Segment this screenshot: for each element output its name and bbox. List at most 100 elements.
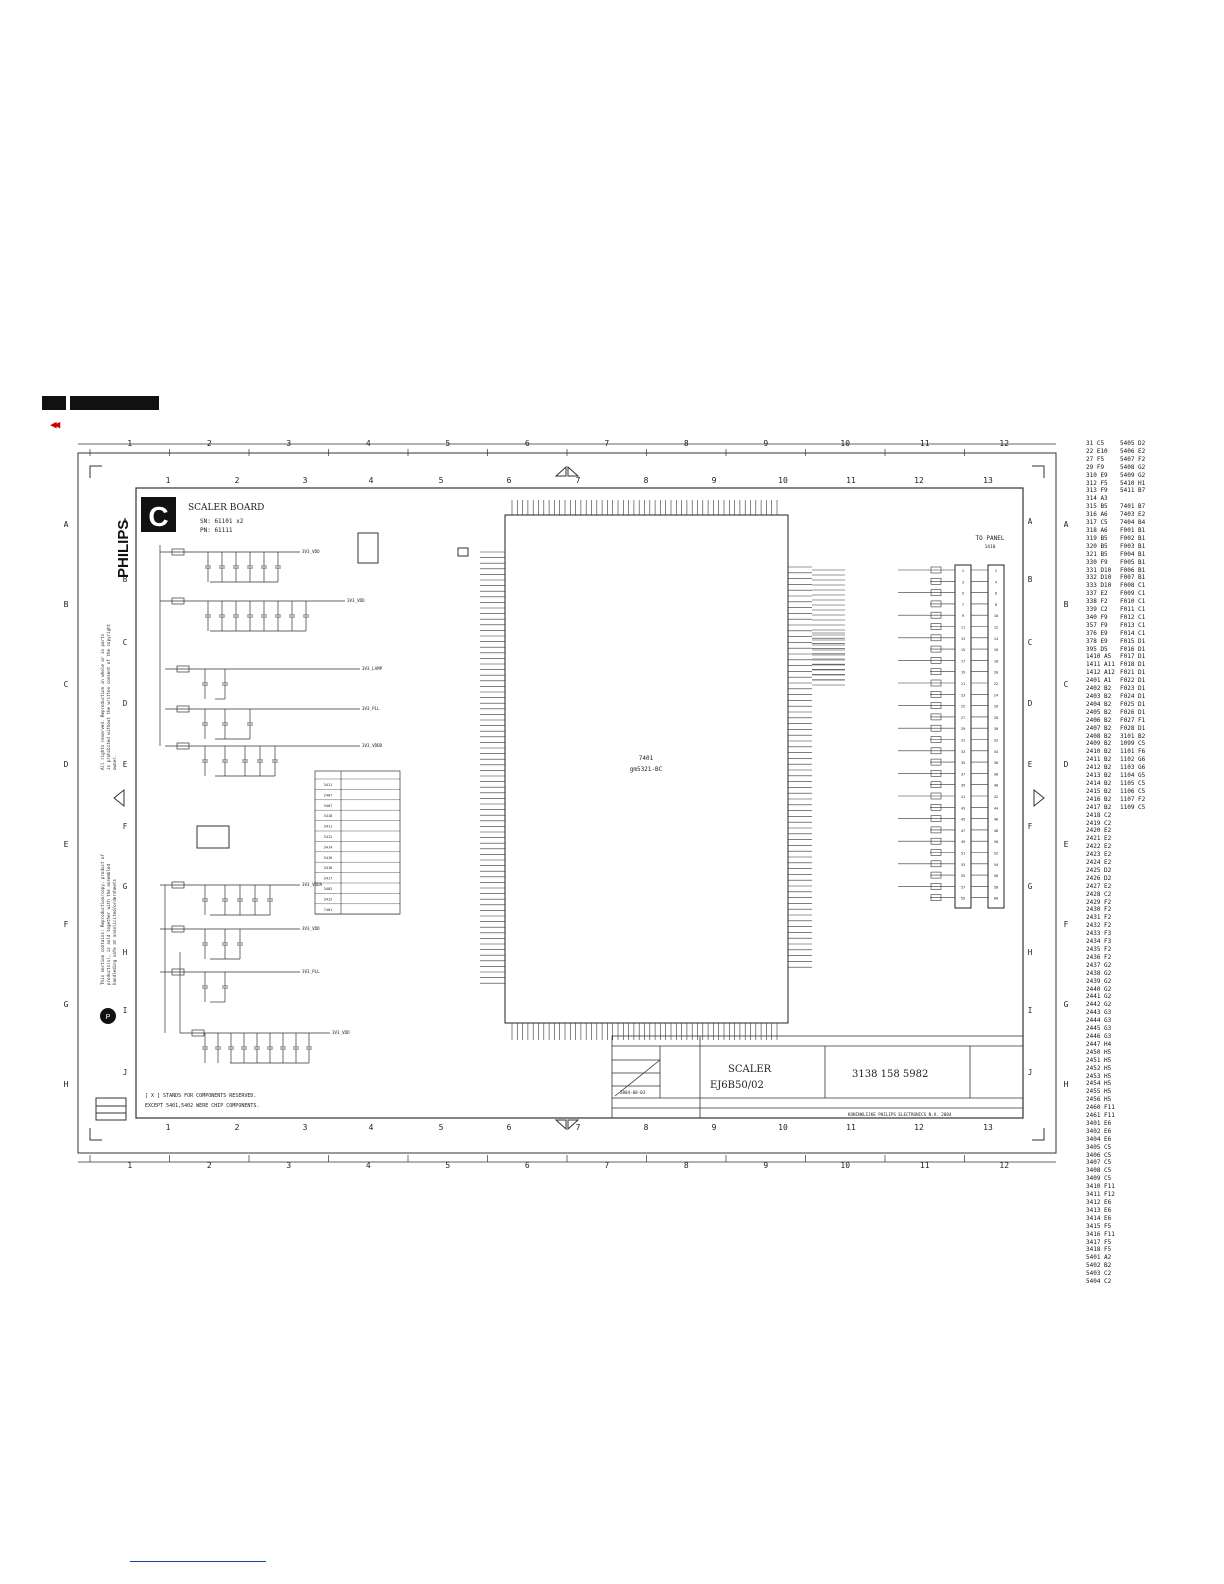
inner-col-marker-bottom: 10 — [778, 1123, 788, 1132]
outer-row-marker-right: H — [1064, 1080, 1069, 1089]
inner-col-marker-bottom: 7 — [576, 1123, 581, 1132]
page-number-block — [42, 396, 66, 410]
connector-pin-number: 48 — [994, 829, 998, 833]
component-location-index: 31 C5 22 E10 27 F5 29 F9 310 E9 312 F5 3… — [1086, 440, 1115, 1286]
power-rail-label: 3V3_VDDA — [302, 882, 323, 887]
panel-connector-pins — [898, 566, 988, 902]
scaler-ic — [504, 514, 789, 1024]
outer-col-marker-bottom: 3 — [286, 1161, 291, 1170]
board-title: SCALER BOARD — [188, 503, 264, 513]
outer-col-marker-top: 6 — [525, 439, 530, 448]
svg-text:This section contains: Reprodu: This section contains: Reproduction/copy… — [100, 853, 105, 985]
connector-pin-number: 49 — [961, 840, 965, 844]
connector-pin-number: 29 — [961, 727, 965, 731]
connector-pin-number: 10 — [994, 614, 998, 618]
reference-table: 3411240734073418341134123414341634163417… — [314, 770, 401, 915]
outer-col-marker-top: 9 — [763, 439, 768, 448]
outer-col-marker-bottom: 11 — [920, 1161, 930, 1170]
connector-pin-number: 17 — [961, 659, 965, 663]
ref-table-cell: 2407 — [324, 793, 333, 797]
inner-row-marker-left: I — [123, 1006, 128, 1015]
connector-pin-number: 55 — [961, 874, 965, 878]
connector-pin-number: 59 — [961, 897, 965, 901]
inner-col-marker-top: 3 — [303, 476, 308, 485]
connector-pin-number: 15 — [961, 648, 965, 652]
connector-pin-number: 35 — [961, 761, 965, 765]
outer-col-marker-bottom: 8 — [684, 1161, 689, 1170]
power-rail-label: 3V3_VDD — [302, 926, 320, 931]
inner-row-marker-right: A — [1028, 517, 1033, 526]
inner-col-marker-top: 11 — [846, 476, 856, 485]
inner-row-marker-left: G — [123, 882, 128, 891]
power-rail-label: 3V3_VDD — [332, 1030, 350, 1035]
connector-pin-number: 7 — [962, 603, 964, 607]
connector-pin-number: 8 — [995, 603, 997, 607]
inner-row-marker-left: E — [123, 760, 128, 769]
connector-pin-number: 58 — [994, 885, 998, 889]
inner-row-marker-right: E — [1028, 760, 1033, 769]
outer-row-marker-left: C — [64, 680, 69, 689]
outer-row-marker-right: G — [1064, 1000, 1069, 1009]
note-line-1: [ X ] STANDS FOR COMPONENTS RESERVED. — [145, 1093, 256, 1099]
ref-table-cell: 3412 — [324, 835, 333, 839]
connector-pin-number: 18 — [994, 659, 998, 663]
outer-col-marker-bottom: 2 — [207, 1161, 212, 1170]
inner-col-marker-top: 9 — [712, 476, 717, 485]
drawing-date: 2004-08-03 — [620, 1090, 646, 1095]
power-supply-section — [159, 545, 360, 1064]
connector-pin-number: 25 — [961, 705, 965, 709]
copyright-line: KONINKLIJKE PHILIPS ELECTRONICS N.V. 200… — [848, 1112, 952, 1117]
inner-col-marker-top: 12 — [914, 476, 924, 485]
outer-row-marker-right: E — [1064, 840, 1069, 849]
inner-row-marker-left: H — [123, 948, 128, 957]
inner-row-marker-right: C — [1028, 638, 1033, 647]
page-header-bar — [42, 396, 159, 410]
connector-pin-number: 39 — [961, 784, 965, 788]
svg-text:handleding safe at unsolicited: handleding safe at unsolicited/ordershee… — [112, 879, 117, 985]
ref-table-cell: 3412 — [324, 897, 333, 901]
outer-col-marker-bottom: 5 — [445, 1161, 450, 1170]
inner-col-marker-top: 10 — [778, 476, 788, 485]
svg-text:P: P — [106, 1014, 111, 1021]
ref-table-cell: 3417 — [324, 877, 333, 881]
power-rail-label: 3V3_VDD — [302, 549, 320, 554]
connector-pin-number: 57 — [961, 885, 965, 889]
connector-pin-number: 40 — [994, 784, 998, 788]
power-rail-label: 3V3_PLL — [362, 706, 380, 711]
back-to-index-icon[interactable]: ◀◀ — [50, 418, 60, 431]
inner-row-marker-right: I — [1028, 1006, 1033, 1015]
connector-pin-number: 23 — [961, 693, 965, 697]
connector-pin-number: 1 — [962, 569, 964, 573]
connector-pin-number: 37 — [961, 772, 965, 776]
brand-logo-text: PHILIPS — [115, 520, 132, 578]
outer-col-marker-top: 7 — [604, 439, 609, 448]
outer-col-marker-top: 3 — [286, 439, 291, 448]
ref-table-cell: 3402 — [324, 887, 333, 891]
section-letter: C — [148, 501, 168, 532]
connector-pin-number: 42 — [994, 795, 998, 799]
outer-col-marker-top: 1 — [127, 439, 132, 448]
outer-col-marker-bottom: 10 — [840, 1161, 850, 1170]
connector-pin-number: 16 — [994, 648, 998, 652]
outer-col-marker-top: 12 — [999, 439, 1009, 448]
svg-text:is prohibited without the writ: is prohibited without the written consen… — [106, 623, 111, 770]
connector-pin-number: 54 — [994, 863, 998, 867]
connector-title: TO PANEL — [976, 535, 1005, 542]
inner-col-marker-bottom: 9 — [712, 1123, 717, 1132]
connector-ref: 1410 — [985, 544, 996, 550]
outer-col-marker-top: 2 — [207, 439, 212, 448]
footer-link-underline[interactable] — [130, 1561, 266, 1562]
svg-text:owner.: owner. — [112, 755, 117, 770]
connector-pin-number: 26 — [994, 705, 998, 709]
board-pn: PN: 61111 — [200, 527, 233, 534]
inner-col-marker-bottom: 11 — [846, 1123, 856, 1132]
connector-pin-number: 56 — [994, 874, 998, 878]
inner-col-marker-bottom: 5 — [439, 1123, 444, 1132]
connector-pin-number: 19 — [961, 671, 965, 675]
outer-row-marker-left: B — [64, 600, 69, 609]
inner-row-marker-left: C — [123, 638, 128, 647]
